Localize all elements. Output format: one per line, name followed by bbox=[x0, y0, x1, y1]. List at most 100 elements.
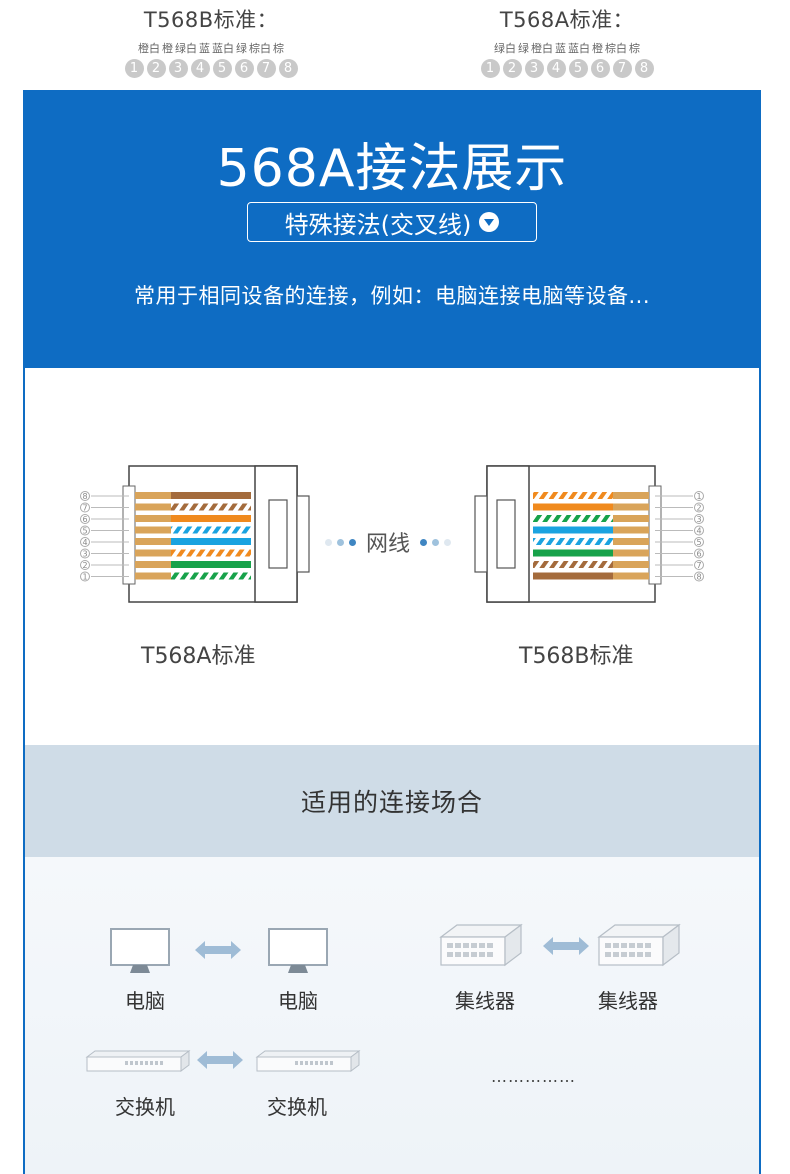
color-name: 棕白 bbox=[249, 42, 271, 55]
pin-circle bbox=[80, 491, 90, 501]
gold-pin bbox=[135, 492, 171, 499]
standard-t568a: T568A标准： 绿白 绿 橙白 蓝 蓝白 橙 棕白 棕 1 2 3 4 5 6… bbox=[452, 4, 682, 78]
pin-number: 3 bbox=[524, 59, 544, 78]
color-name: 绿 bbox=[236, 42, 247, 55]
pin-number: 4 bbox=[546, 59, 566, 78]
cable-label: 网线 bbox=[325, 526, 452, 558]
pin-number: 5 bbox=[568, 59, 588, 78]
color-name: 棕 bbox=[629, 42, 640, 55]
pin-number: 7 bbox=[256, 59, 276, 78]
crossover-pill: 特殊接法(交叉线) bbox=[247, 202, 537, 242]
wire-blue bbox=[533, 526, 613, 534]
pin-circle bbox=[80, 548, 90, 559]
left-connector-label: T568A标准 bbox=[141, 644, 256, 669]
pin-label: 2 bbox=[82, 561, 87, 570]
wire-brown bbox=[533, 572, 613, 580]
pin-circle bbox=[694, 560, 704, 570]
color-name: 蓝 bbox=[199, 42, 210, 55]
pin-number: 6 bbox=[234, 59, 254, 78]
wire-brown-white bbox=[171, 503, 251, 511]
gold-pin bbox=[135, 538, 171, 545]
pin-label: 8 bbox=[696, 573, 701, 582]
hub-icon bbox=[439, 923, 523, 967]
pin-circle bbox=[694, 502, 704, 513]
pin-number-row: 1 2 3 4 5 6 7 8 bbox=[96, 59, 326, 78]
pin-label: 4 bbox=[696, 527, 701, 536]
wire-green-white bbox=[171, 572, 251, 580]
gold-pin bbox=[613, 561, 649, 568]
pin-label: 1 bbox=[82, 573, 87, 582]
more-ellipsis: …………… bbox=[491, 1067, 576, 1086]
pin-circle bbox=[694, 571, 704, 582]
case-left-label: 集线器 bbox=[455, 989, 515, 1013]
pin-circle bbox=[694, 491, 704, 501]
pin-label: 6 bbox=[696, 550, 701, 559]
pin-number: 8 bbox=[634, 59, 654, 78]
hero-description: 常用于相同设备的连接，例如：电脑连接电脑等设备... bbox=[133, 284, 651, 308]
pin-label: 1 bbox=[696, 492, 701, 501]
monitor-icon bbox=[110, 928, 170, 973]
connector-tail bbox=[474, 495, 488, 573]
gold-pin bbox=[135, 572, 171, 580]
wire-orange-white bbox=[533, 492, 613, 499]
pin-circle bbox=[694, 548, 704, 559]
standard-colors: 绿白 绿 橙白 蓝 蓝白 橙 棕白 棕 bbox=[452, 40, 682, 56]
pin-label: 6 bbox=[82, 515, 87, 524]
color-name: 橙 bbox=[592, 42, 603, 55]
standard-colors: 橙白 橙 绿白 蓝 蓝白 绿 棕白 棕 bbox=[96, 40, 326, 56]
pin-number-row: 1 2 3 4 5 6 7 8 bbox=[452, 59, 682, 78]
wire-blue-white bbox=[533, 538, 613, 545]
hub-icon bbox=[597, 923, 681, 967]
left-dots-icon bbox=[325, 538, 356, 546]
gold-pin bbox=[135, 549, 171, 557]
pin-label: 5 bbox=[82, 527, 87, 536]
top-standards-strip: T568B标准： 橙白 橙 绿白 蓝 蓝白 绿 棕白 棕 1 2 3 4 5 6… bbox=[0, 0, 790, 90]
pill-label: 特殊接法(交叉线) bbox=[284, 210, 472, 239]
gold-pin bbox=[135, 561, 171, 568]
gold-pin bbox=[613, 492, 649, 499]
wire-green-white bbox=[533, 515, 613, 522]
pin-number: 4 bbox=[190, 59, 210, 78]
switch-icon bbox=[255, 1050, 361, 1072]
wire-green bbox=[171, 561, 251, 568]
gold-pin bbox=[135, 503, 171, 511]
color-name: 棕白 bbox=[605, 42, 627, 55]
triangle-down-icon bbox=[479, 212, 500, 232]
gold-pin bbox=[613, 538, 649, 545]
wire-brown-white bbox=[533, 561, 613, 568]
pin-label: 3 bbox=[82, 550, 87, 559]
gold-pin bbox=[613, 503, 649, 511]
rj45-connectors-illustration: 8 7 6 5 4 3 2 1 1 2 3 4 5 6 7 8 bbox=[80, 465, 704, 603]
section-band: 适用的连接场合 bbox=[25, 745, 759, 857]
switch-icon bbox=[85, 1050, 191, 1072]
pin-circle bbox=[694, 514, 704, 524]
connector-tail bbox=[296, 495, 310, 573]
pin-label: 5 bbox=[696, 538, 701, 547]
standard-title: T568A标准： bbox=[499, 8, 635, 32]
gold-pin bbox=[135, 526, 171, 534]
color-name: 棕 bbox=[273, 42, 284, 55]
color-name: 蓝白 bbox=[568, 42, 590, 55]
pin-label: 7 bbox=[696, 561, 701, 570]
pin-label: 4 bbox=[82, 538, 87, 547]
color-name: 橙白 bbox=[531, 42, 553, 55]
gold-pin bbox=[135, 515, 171, 522]
color-name: 蓝 bbox=[555, 42, 566, 55]
wire-orange bbox=[171, 515, 251, 522]
left-rj45-connector: 8 7 6 5 4 3 2 1 bbox=[80, 465, 310, 603]
pin-label: 8 bbox=[82, 492, 87, 501]
double-arrow-icon bbox=[543, 937, 589, 955]
monitor-icon bbox=[268, 928, 328, 973]
gold-pin bbox=[613, 549, 649, 557]
connector-latch bbox=[122, 485, 136, 585]
cable-text: 网线 bbox=[366, 532, 411, 557]
gold-pin bbox=[613, 572, 649, 580]
gold-pin bbox=[613, 526, 649, 534]
hero-title: 568A接法展示 bbox=[216, 139, 568, 199]
wire-brown bbox=[171, 492, 251, 499]
wire-blue bbox=[171, 538, 251, 545]
pin-label: 7 bbox=[82, 504, 87, 513]
pin-number: 8 bbox=[278, 59, 298, 78]
